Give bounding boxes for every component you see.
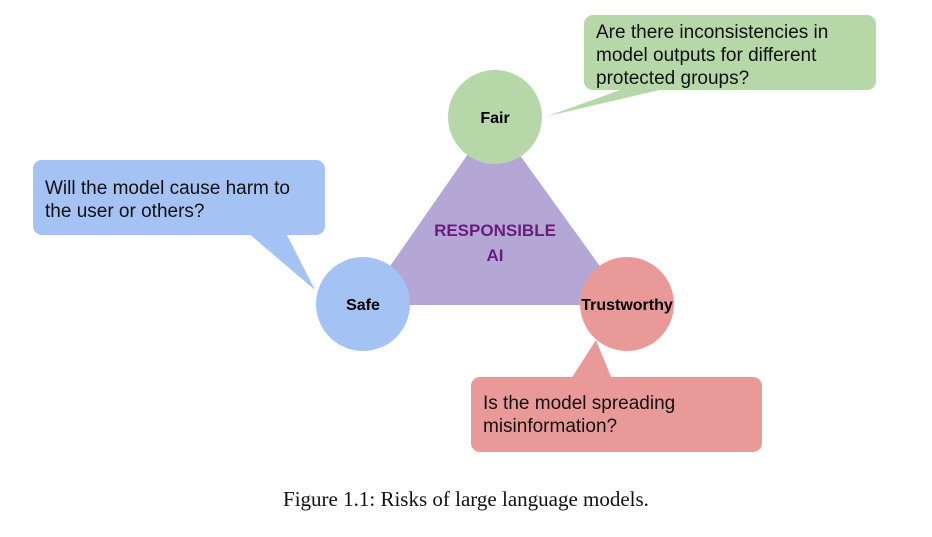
fair-callout: Are there inconsistencies in model outpu… — [584, 15, 876, 90]
trustworthy-node — [580, 257, 674, 351]
safe-node-label: Safe — [346, 297, 380, 314]
trustworthy-node-label: Trustworthy — [581, 297, 673, 314]
figure-caption: Figure 1.1: Risks of large language mode… — [283, 487, 649, 511]
fair-node — [448, 70, 542, 164]
fair-node-label: Fair — [480, 110, 509, 127]
responsible-ai-triangle — [363, 118, 628, 305]
safe-callout-tail — [248, 233, 315, 290]
safe-callout: Will the model cause harm to the user or… — [33, 160, 325, 235]
trustworthy-callout: Is the model spreading misinformation? — [471, 377, 762, 452]
center-label-line1: RESPONSIBLE — [434, 221, 556, 240]
trustworthy-callout-tail — [571, 340, 612, 379]
center-label-line2: AI — [487, 246, 504, 265]
fair-callout-tail — [548, 88, 668, 116]
safe-node — [316, 257, 410, 351]
